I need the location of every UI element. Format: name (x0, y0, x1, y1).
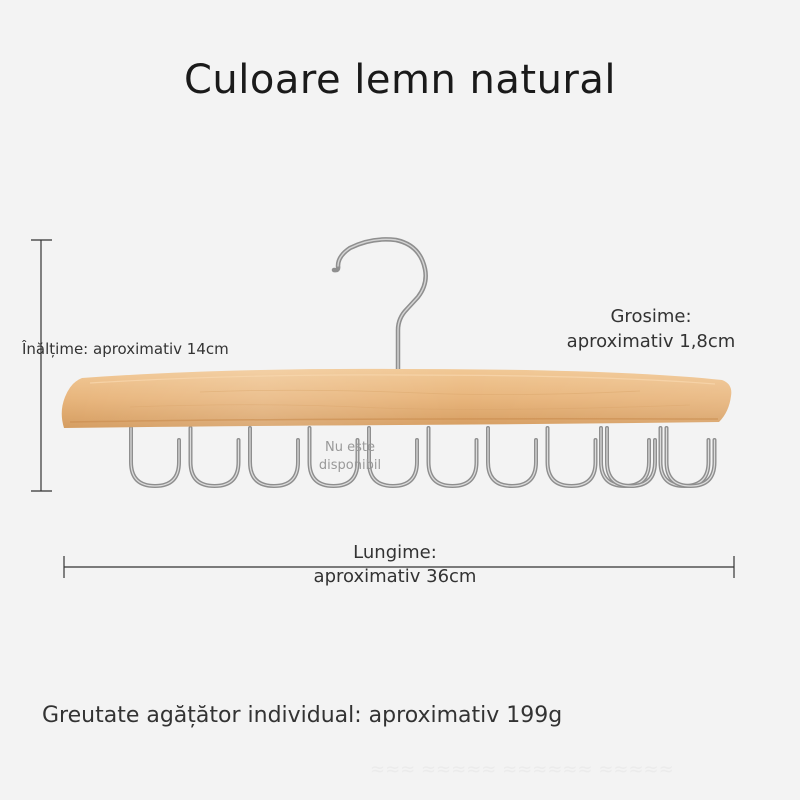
hook (426, 426, 479, 489)
hook-highlight (487, 427, 537, 487)
length-label-value: aproximativ 36cm (313, 566, 477, 587)
hook (248, 426, 300, 489)
thickness-label-title: Grosime: (610, 306, 692, 327)
length-label: Lungime: aproximativ 36cm (300, 541, 490, 589)
thickness-label: Grosime: aproximativ 1,8cm (556, 304, 746, 354)
hook (545, 426, 598, 489)
wooden-bar (61, 368, 732, 428)
weight-label: Greutate agățător individual: aproximati… (42, 703, 563, 728)
hook-highlight (249, 427, 299, 487)
hook (129, 426, 181, 489)
hook-highlight (189, 427, 240, 487)
length-measure (63, 556, 735, 578)
hook-highlight (427, 427, 478, 487)
hook-highlight (130, 427, 180, 487)
thickness-label-value: aproximativ 1,8cm (566, 331, 736, 352)
faded-footer-text: ≈≈≈ ≈≈≈≈≈ ≈≈≈≈≈≈ ≈≈≈≈≈ (370, 759, 674, 780)
height-measure (31, 239, 52, 492)
hook-highlight (368, 427, 418, 487)
not-available-line2: disponibil (318, 458, 382, 473)
length-label-title: Lungime: (353, 542, 437, 563)
height-label: Înălțime: aproximativ 14cm (22, 340, 229, 358)
page-title: Culoare lemn natural (184, 57, 616, 103)
hook-row (129, 426, 717, 489)
hook-highlight (606, 427, 656, 487)
hook-highlight (308, 427, 359, 487)
not-available-watermark: Nu este disponibil (305, 439, 395, 475)
hook-highlight (665, 427, 716, 487)
hanger-hook (331, 237, 428, 375)
hook (486, 426, 538, 489)
hook (188, 426, 241, 489)
not-available-line1: Nu este (325, 440, 375, 455)
hook-highlight (546, 427, 597, 487)
